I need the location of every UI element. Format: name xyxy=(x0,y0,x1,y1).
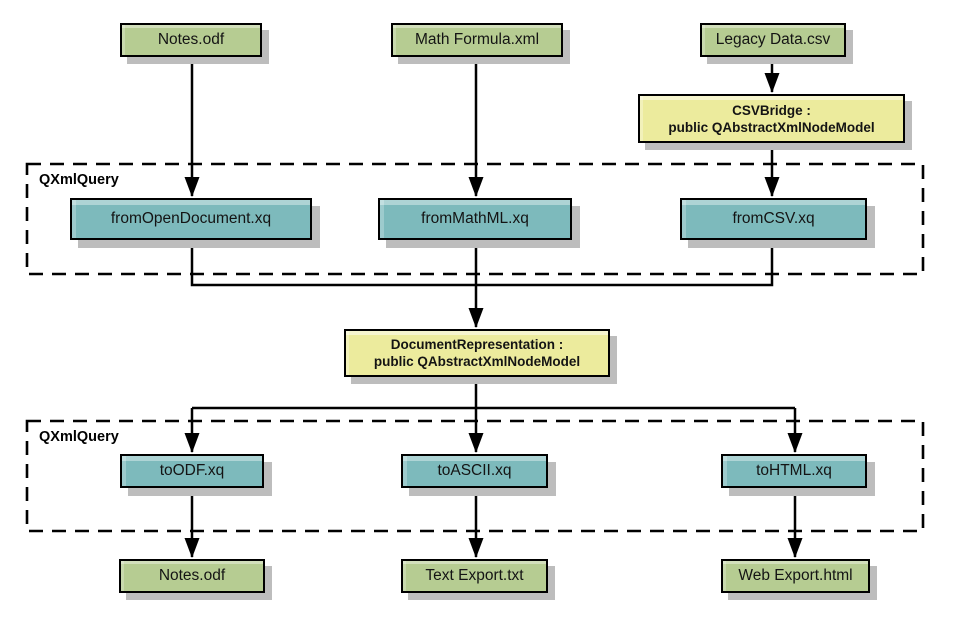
node-to-ascii: toASCII.xq xyxy=(401,454,548,488)
node-to-odf: toODF.xq xyxy=(120,454,264,488)
node-legacy-data-label: Legacy Data.csv xyxy=(715,31,831,49)
group-label-input-queries: QXmlQuery xyxy=(39,172,119,188)
node-document-representation-line1: DocumentRepresentation : xyxy=(390,337,564,352)
node-from-open-document: fromOpenDocument.xq xyxy=(70,198,312,240)
node-to-ascii-label: toASCII.xq xyxy=(437,462,512,480)
node-math-formula: Math Formula.xml xyxy=(391,23,563,57)
edge-split-bus xyxy=(192,377,795,410)
edge-merge-bus xyxy=(190,240,774,287)
node-notes-bottom-label: Notes.odf xyxy=(158,567,226,585)
node-csv-bridge-line1: CSVBridge : xyxy=(732,102,811,118)
node-csv-bridge-line2: public QAbstractXmlNodeModel xyxy=(668,119,875,135)
node-text-export-label: Text Export.txt xyxy=(425,567,524,585)
group-label-output-queries: QXmlQuery xyxy=(39,429,119,445)
node-to-odf-label: toODF.xq xyxy=(159,462,225,480)
node-to-html: toHTML.xq xyxy=(721,454,867,488)
node-to-html-label: toHTML.xq xyxy=(756,462,832,480)
node-notes-bottom: Notes.odf xyxy=(119,559,265,593)
node-text-export: Text Export.txt xyxy=(401,559,548,593)
node-legacy-data: Legacy Data.csv xyxy=(700,23,846,57)
node-document-representation-line2: public QAbstractXmlNodeModel xyxy=(373,354,581,369)
node-from-mathml: fromMathML.xq xyxy=(378,198,572,240)
node-from-csv: fromCSV.xq xyxy=(680,198,867,240)
node-document-representation: DocumentRepresentation : public QAbstrac… xyxy=(344,329,610,377)
node-notes-top: Notes.odf xyxy=(120,23,262,57)
node-from-open-document-label: fromOpenDocument.xq xyxy=(110,210,272,228)
node-csv-bridge: CSVBridge : public QAbstractXmlNodeModel xyxy=(638,94,905,143)
node-from-csv-label: fromCSV.xq xyxy=(732,210,815,228)
node-web-export: Web Export.html xyxy=(721,559,870,593)
node-from-mathml-label: fromMathML.xq xyxy=(421,210,529,228)
node-notes-top-label: Notes.odf xyxy=(157,31,225,49)
node-web-export-label: Web Export.html xyxy=(738,567,853,585)
node-math-formula-label: Math Formula.xml xyxy=(414,31,540,49)
